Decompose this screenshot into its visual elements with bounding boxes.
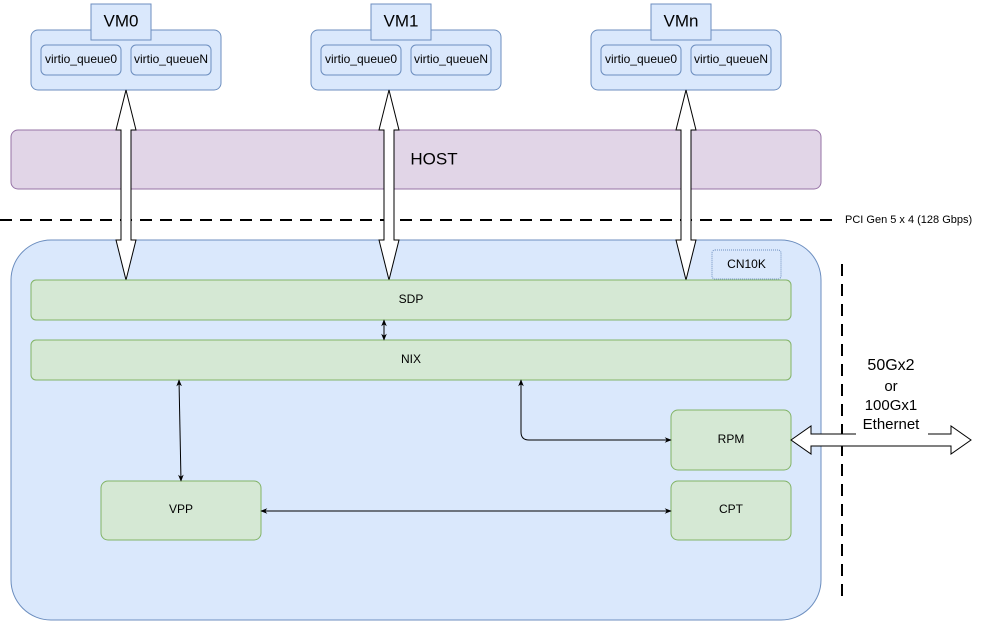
vmn-queue0-label: virtio_queue0 bbox=[605, 52, 677, 66]
vmn-title-box bbox=[650, 3, 712, 41]
vm0-title: VM0 bbox=[104, 11, 139, 30]
vmn-queueN-label: virtio_queueN bbox=[694, 52, 768, 66]
vm0-queue0-box bbox=[40, 44, 122, 76]
ethernet-line-2: or bbox=[884, 378, 897, 395]
vmn-group: VMn virtio_queue0 virtio_queueN bbox=[590, 3, 782, 91]
vm0-title-box bbox=[90, 3, 152, 41]
vmn-queue0-box bbox=[600, 44, 682, 76]
cpt-label: CPT bbox=[719, 502, 744, 516]
ethernet-line-4: Ethernet bbox=[863, 416, 921, 433]
sdp-block bbox=[30, 279, 792, 321]
vm0-queueN-label: virtio_queueN bbox=[134, 52, 208, 66]
vpp-label: VPP bbox=[169, 502, 193, 516]
vm1-title-box bbox=[370, 3, 432, 41]
vm1-queueN-label: virtio_queueN bbox=[414, 52, 488, 66]
pci-label: PCI Gen 5 x 4 (128 Gbps) bbox=[845, 214, 972, 226]
vm0-queueN-box bbox=[130, 44, 212, 76]
vmn-title: VMn bbox=[664, 11, 699, 30]
nix-block bbox=[30, 339, 792, 381]
ethernet-label: 50Gx2 or 100Gx1 Ethernet bbox=[856, 352, 928, 436]
host-label: HOST bbox=[410, 149, 457, 168]
ethernet-line-1: 50Gx2 bbox=[867, 357, 914, 374]
rpm-ethernet-arrow bbox=[790, 425, 972, 455]
nix-rpm-connector bbox=[518, 379, 672, 443]
nix-label: NIX bbox=[401, 352, 421, 366]
ethernet-label-bg bbox=[856, 352, 928, 436]
ethernet-line-3: 100Gx1 bbox=[865, 397, 918, 414]
cn10k-label-box bbox=[711, 249, 782, 280]
vm1-title: VM1 bbox=[384, 11, 419, 30]
sdp-label: SDP bbox=[399, 292, 424, 306]
cn10k-label: CN10K bbox=[727, 257, 766, 271]
rpm-label: RPM bbox=[718, 432, 745, 446]
vm0-group: VM0 virtio_queue0 virtio_queueN bbox=[30, 3, 222, 91]
vm1-queue0-label: virtio_queue0 bbox=[325, 52, 397, 66]
vm1-queueN-box bbox=[410, 44, 492, 76]
vm0-queue0-label: virtio_queue0 bbox=[45, 52, 117, 66]
host-band bbox=[10, 129, 822, 190]
nix-vpp-connector bbox=[176, 379, 184, 482]
vmn-queueN-box bbox=[690, 44, 772, 76]
vm1-queue0-box bbox=[320, 44, 402, 76]
vm1-group: VM1 virtio_queue0 virtio_queueN bbox=[310, 3, 502, 91]
